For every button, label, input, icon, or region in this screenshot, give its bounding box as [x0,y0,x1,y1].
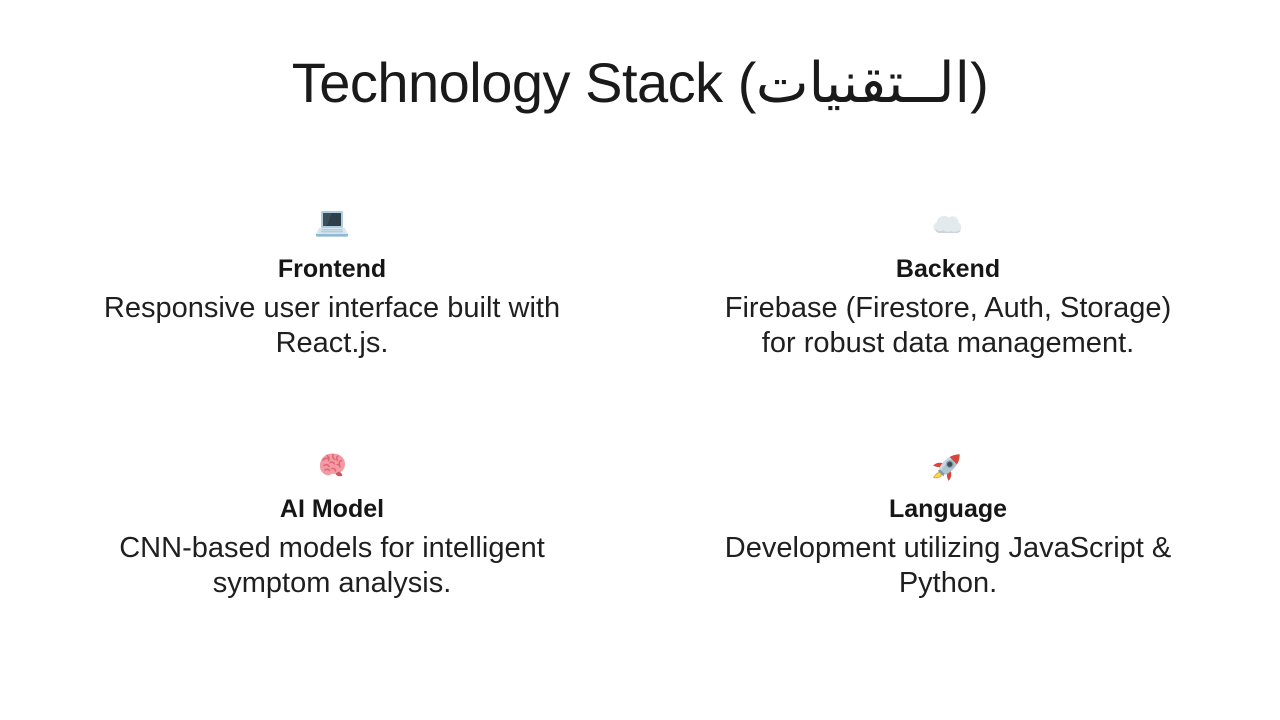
cloud-icon [929,207,967,245]
rocket-icon [929,447,967,485]
card-heading-backend: Backend [895,255,1001,283]
card-description-ai-model: CNN-based models for intelligent symptom… [119,532,545,599]
card-ai-model: AI Model CNN-based models for intelligen… [24,447,640,601]
brain-icon [313,447,351,485]
card-description-backend: Firebase (Firestore, Auth, Storage) for … [724,292,1172,359]
card-heading-ai-model: AI Model [279,495,385,523]
cards-grid: Frontend Responsive user interface built… [24,207,1256,601]
slide-title: Technology Stack (الــتقنيات) [291,51,989,114]
card-backend: Backend Firebase (Firestore, Auth, Stora… [640,207,1256,361]
card-heading-frontend: Frontend [277,255,387,283]
card-language: Language Development utilizing JavaScrip… [640,447,1256,601]
card-heading-language: Language [888,495,1008,523]
laptop-icon [313,207,351,245]
card-description-frontend: Responsive user interface built with Rea… [103,292,561,359]
card-frontend: Frontend Responsive user interface built… [24,207,640,361]
card-description-language: Development utilizing JavaScript & Pytho… [724,532,1172,599]
